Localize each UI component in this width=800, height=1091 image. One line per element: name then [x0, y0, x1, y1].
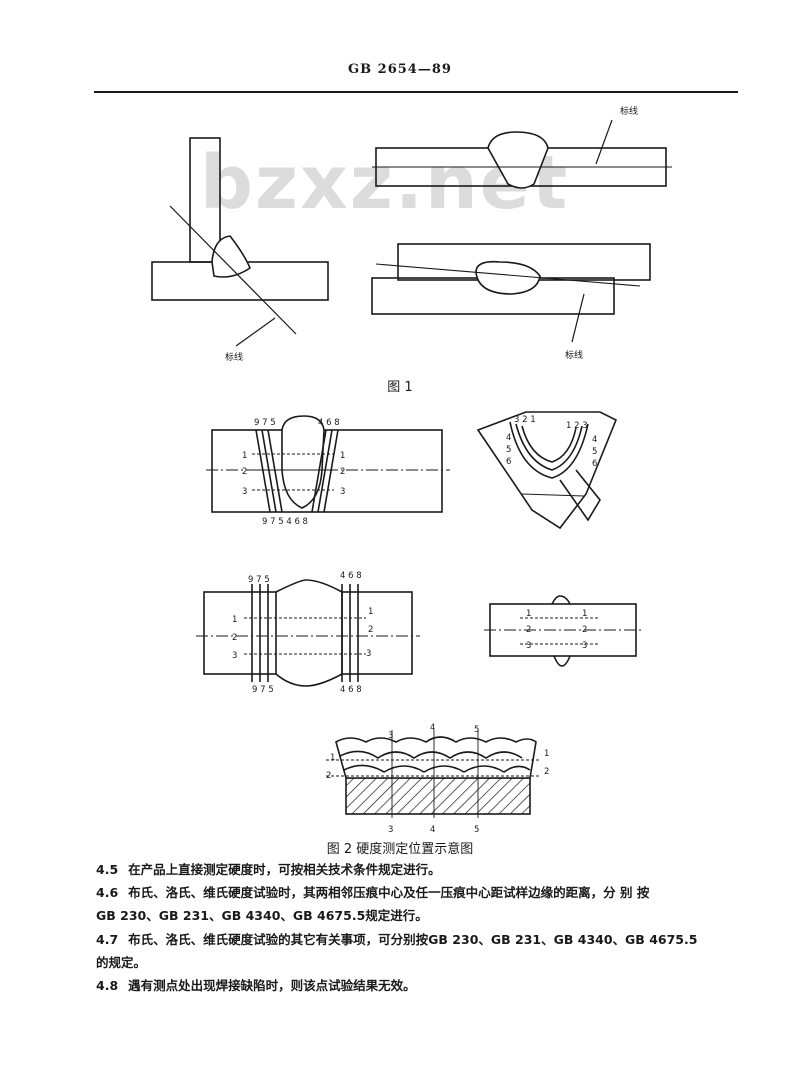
fig2-panel-2: [476, 411, 618, 530]
clause-text: 在产品上直接测定硬度时，可按相关技术条件规定进行。: [128, 862, 441, 877]
fig2-p2-row-4: 4: [506, 433, 511, 443]
fig2-p4-row-1-right: 1: [582, 609, 587, 619]
fig2-panel-4: [484, 595, 642, 667]
clause-number: 4.7: [96, 932, 119, 947]
header-rule: [94, 91, 738, 93]
fig1-label-right: 标线: [565, 349, 583, 361]
fig1-butt-joint: 标线: [372, 105, 672, 189]
fig2-p5-row-2-right: 2: [544, 767, 549, 777]
fig2-p5-col-5-bottom: 5: [474, 825, 479, 835]
fig2-p3-top-left: 9 7 5: [248, 575, 270, 585]
clause-text: GB 230、GB 231、GB 4340、GB 4675.5规定进行。: [96, 908, 428, 923]
fig2-p1-row-3: 3: [242, 487, 247, 497]
clause-4-7-continued: 的规定。: [96, 951, 756, 974]
fig2-p2-left: 3 2 1: [514, 415, 536, 425]
fig2-p1-row-1: 1: [242, 451, 247, 461]
fig2-p1-top-left: 9 7 5: [254, 418, 276, 428]
clause-text: 遇有测点处出现焊接缺陷时，则该点试验结果无效。: [128, 978, 416, 993]
clause-number: 4.8: [96, 978, 119, 993]
clause-number: 4.5: [96, 862, 119, 877]
fig2-p5-col-4: 4: [430, 723, 435, 733]
fig1-label-left: 标线: [225, 351, 243, 363]
fig2-p4-row-1: 1: [526, 609, 531, 619]
fig2-p3-row-3-right: 3: [366, 649, 371, 659]
fig2-p1-row-3-right: 3: [340, 487, 345, 497]
fig2-p4-row-3-right: 3: [582, 641, 587, 651]
clause-4-6: 4.6 布氏、洛氏、维氏硬度试验时，其两相邻压痕中心及任一压痕中心距试样边缘的距离…: [96, 881, 756, 904]
clause-text: 的规定。: [96, 955, 147, 970]
fig2-p5-col-5: 5: [474, 725, 479, 735]
fig2-p5-row-1-right: 1: [544, 749, 549, 759]
clause-text: 布氏、洛氏、维氏硬度试验的其它有关事项，可分别按GB 230、GB 231、GB…: [128, 932, 698, 947]
fig2-p3-top-right: 4 6 8: [340, 571, 362, 581]
fig2-p2-row-5-right: 5: [592, 447, 597, 457]
clause-4-7: 4.7 布氏、洛氏、维氏硬度试验的其它有关事项，可分别按GB 230、GB 231…: [96, 928, 756, 951]
fig2-p3-bottom-right: 4 6 8: [340, 685, 362, 695]
fig2-p2-row-5: 5: [506, 445, 511, 455]
fig2-p3-bottom-left: 9 7 5: [252, 685, 274, 695]
fig1-t-joint: 标线: [151, 137, 329, 363]
fig2-p2-row-6: 6: [506, 457, 511, 467]
fig2-p3-row-1-right: 1: [368, 607, 373, 617]
fig1-label-top: 标线: [620, 105, 638, 117]
clause-number: 4.6: [96, 885, 119, 900]
fig2-p4-row-2-right: 2: [582, 625, 587, 635]
fig2-p5-row-2: 2: [326, 771, 331, 781]
fig2-p4-row-2: 2: [526, 625, 531, 635]
clause-4-5: 4.5 在产品上直接测定硬度时，可按相关技术条件规定进行。: [96, 858, 756, 881]
fig2-p5-col-3: 3: [388, 731, 393, 741]
figure-2-caption: 图 2 硬度测定位置示意图: [326, 842, 474, 857]
fig1-lap-joint: 标线: [371, 243, 651, 361]
figure-1-caption: 图 1: [387, 380, 413, 395]
clause-4-8: 4.8 遇有测点处出现焊接缺陷时，则该点试验结果无效。: [96, 974, 756, 997]
fig2-p5-col-4-bottom: 4: [430, 825, 435, 835]
fig2-p3-row-2: 2: [232, 633, 237, 643]
fig2-p3-row-2-right: 2: [368, 625, 373, 635]
fig2-p2-right: 1 2 3: [566, 421, 588, 431]
fig2-panel-3: [196, 579, 420, 687]
fig2-p5-row-1: 1: [330, 753, 335, 763]
fig2-p1-row-2: 2: [242, 467, 247, 477]
fig2-p2-row-4-right: 4: [592, 435, 597, 445]
fig2-p3-row-1: 1: [232, 615, 237, 625]
fig2-p4-row-3: 3: [526, 641, 531, 651]
fig2-panel-1: [206, 415, 450, 513]
fig2-p5-col-3-bottom: 3: [388, 825, 393, 835]
fig2-p1-bottom: 9 7 5 4 6 8: [262, 517, 308, 527]
fig2-p2-row-6-right: 6: [592, 459, 597, 469]
standard-code-header: GB 2654—89: [348, 62, 452, 77]
fig2-p1-row-1-right: 1: [340, 451, 345, 461]
clause-4-6-continued: GB 230、GB 231、GB 4340、GB 4675.5规定进行。: [96, 904, 756, 927]
fig2-panel-5: [326, 730, 540, 818]
clause-text: 布氏、洛氏、维氏硬度试验时，其两相邻压痕中心及任一压痕中心距试样边缘的距离，分 …: [128, 885, 650, 900]
fig2-p1-top-right: 4 6 8: [318, 418, 340, 428]
fig2-p1-row-2-right: 2: [340, 467, 345, 477]
fig2-p3-row-3: 3: [232, 651, 237, 661]
